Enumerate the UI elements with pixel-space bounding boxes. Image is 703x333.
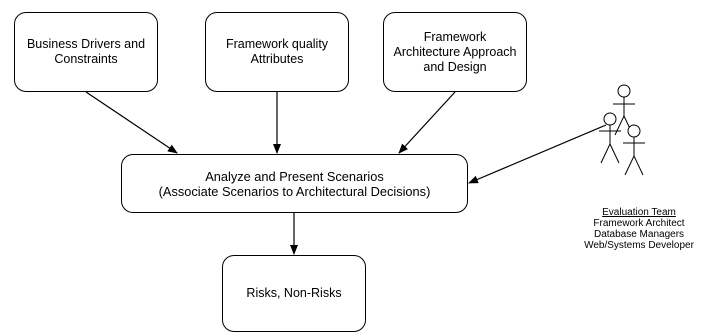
business-drivers-box: Business Drivers and Constraints: [14, 12, 158, 92]
actor-figure-back: [613, 84, 635, 136]
team-member: Database Managers: [593, 229, 685, 240]
team-member: Web/Systems Developer: [584, 240, 694, 251]
evaluation-team-label: Evaluation Team Framework Architect Data…: [574, 207, 703, 251]
arrow-architecture-to-analyze: [398, 91, 456, 154]
arrow-drivers-to-analyze: [85, 91, 178, 154]
analyze-scenarios-box: Analyze and Present Scenarios (Associate…: [121, 154, 468, 213]
arrow-team-to-analyze: [468, 124, 607, 184]
actor-figure-front-right: [623, 124, 645, 176]
architecture-approach-box: Framework Architecture Approach and Desi…: [383, 12, 527, 92]
quality-attributes-box: Framework quality Attributes: [205, 12, 349, 92]
actor-figure-front-left: [599, 112, 621, 164]
team-member: Framework Architect: [593, 218, 685, 229]
risks-box: Risks, Non-Risks: [222, 255, 366, 332]
evaluation-team-title: Evaluation Team: [602, 207, 676, 218]
